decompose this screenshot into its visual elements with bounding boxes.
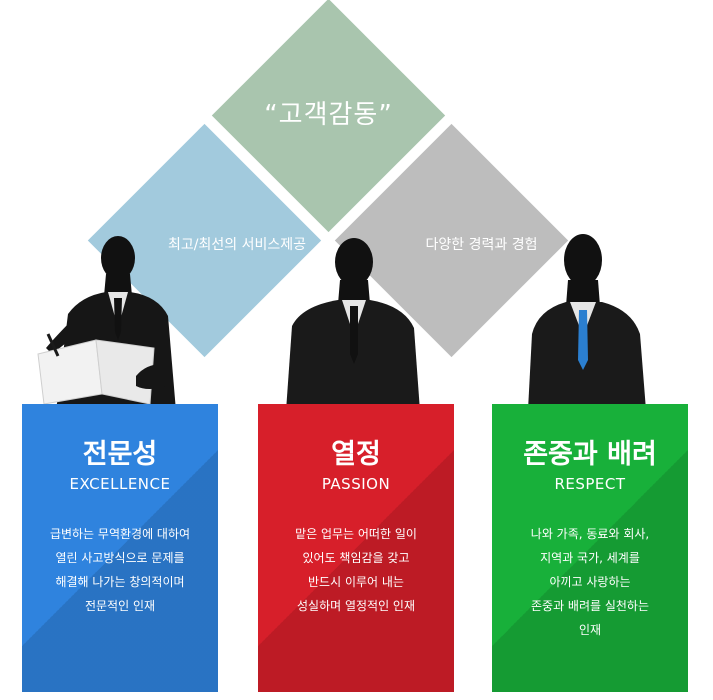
card-description-line: 열린 사고방식으로 문제를 [55,551,185,565]
card-subtitle: RESPECT [554,475,626,493]
card-description-line: 인재 [578,623,602,637]
card-description: 맡은 업무는 어떠한 일이 있어도 책임감을 갖고 반드시 이루어 내는 성실하… [258,522,454,618]
card-title: 열정 [331,439,381,470]
businessman-blue-tie-silhouette-icon [528,234,646,410]
card-description: 나와 가족, 동료와 회사, 지역과 국가, 세계를 아끼고 사랑하는 존중과 … [492,522,688,642]
card-description-line: 지역과 국가, 세계를 [540,551,640,565]
card-description-line: 나와 가족, 동료와 회사, [530,527,650,541]
diamond-top-label: “고객감동” [264,100,393,130]
card-respect: 존중과 배려 RESPECT 나와 가족, 동료와 회사, 지역과 국가, 세계… [492,404,688,692]
card-subtitle: EXCELLENCE [69,475,171,493]
businessman-silhouette-icon [286,238,420,411]
card-description-line: 전문적인 인재 [84,599,156,613]
card-description-line: 맡은 업무는 어떠한 일이 [295,527,417,541]
card-description-line: 반드시 이루어 내는 [308,575,404,589]
card-description-line: 아끼고 사랑하는 [549,575,631,589]
diamond-left-label: 최고/최선의 서비스제공 [168,237,306,253]
diamond-right-label: 다양한 경력과 경험 [425,237,538,253]
card-description-line: 존중과 배려를 실천하는 [530,599,650,613]
card-title: 전문성 [82,439,158,470]
card-description: 급변하는 무역환경에 대하여 열린 사고방식으로 문제를 해결해 나가는 창의적… [22,522,218,618]
card-description-line: 성실하며 열정적인 인재 [296,599,416,613]
card-title: 존중과 배려 [523,439,657,470]
card-passion: 열정 PASSION 맡은 업무는 어떠한 일이 있어도 책임감을 갖고 반드시… [258,404,454,692]
card-excellence: 전문성 EXCELLENCE 급변하는 무역환경에 대하여 열린 사고방식으로 … [22,404,218,692]
card-subtitle: PASSION [321,475,391,493]
card-description-line: 있어도 책임감을 갖고 [302,551,410,565]
card-description-line: 해결해 나가는 창의적이며 [55,575,185,589]
businessman-reading-silhouette-icon [37,236,176,411]
card-description-line: 급변하는 무역환경에 대하여 [49,527,191,541]
